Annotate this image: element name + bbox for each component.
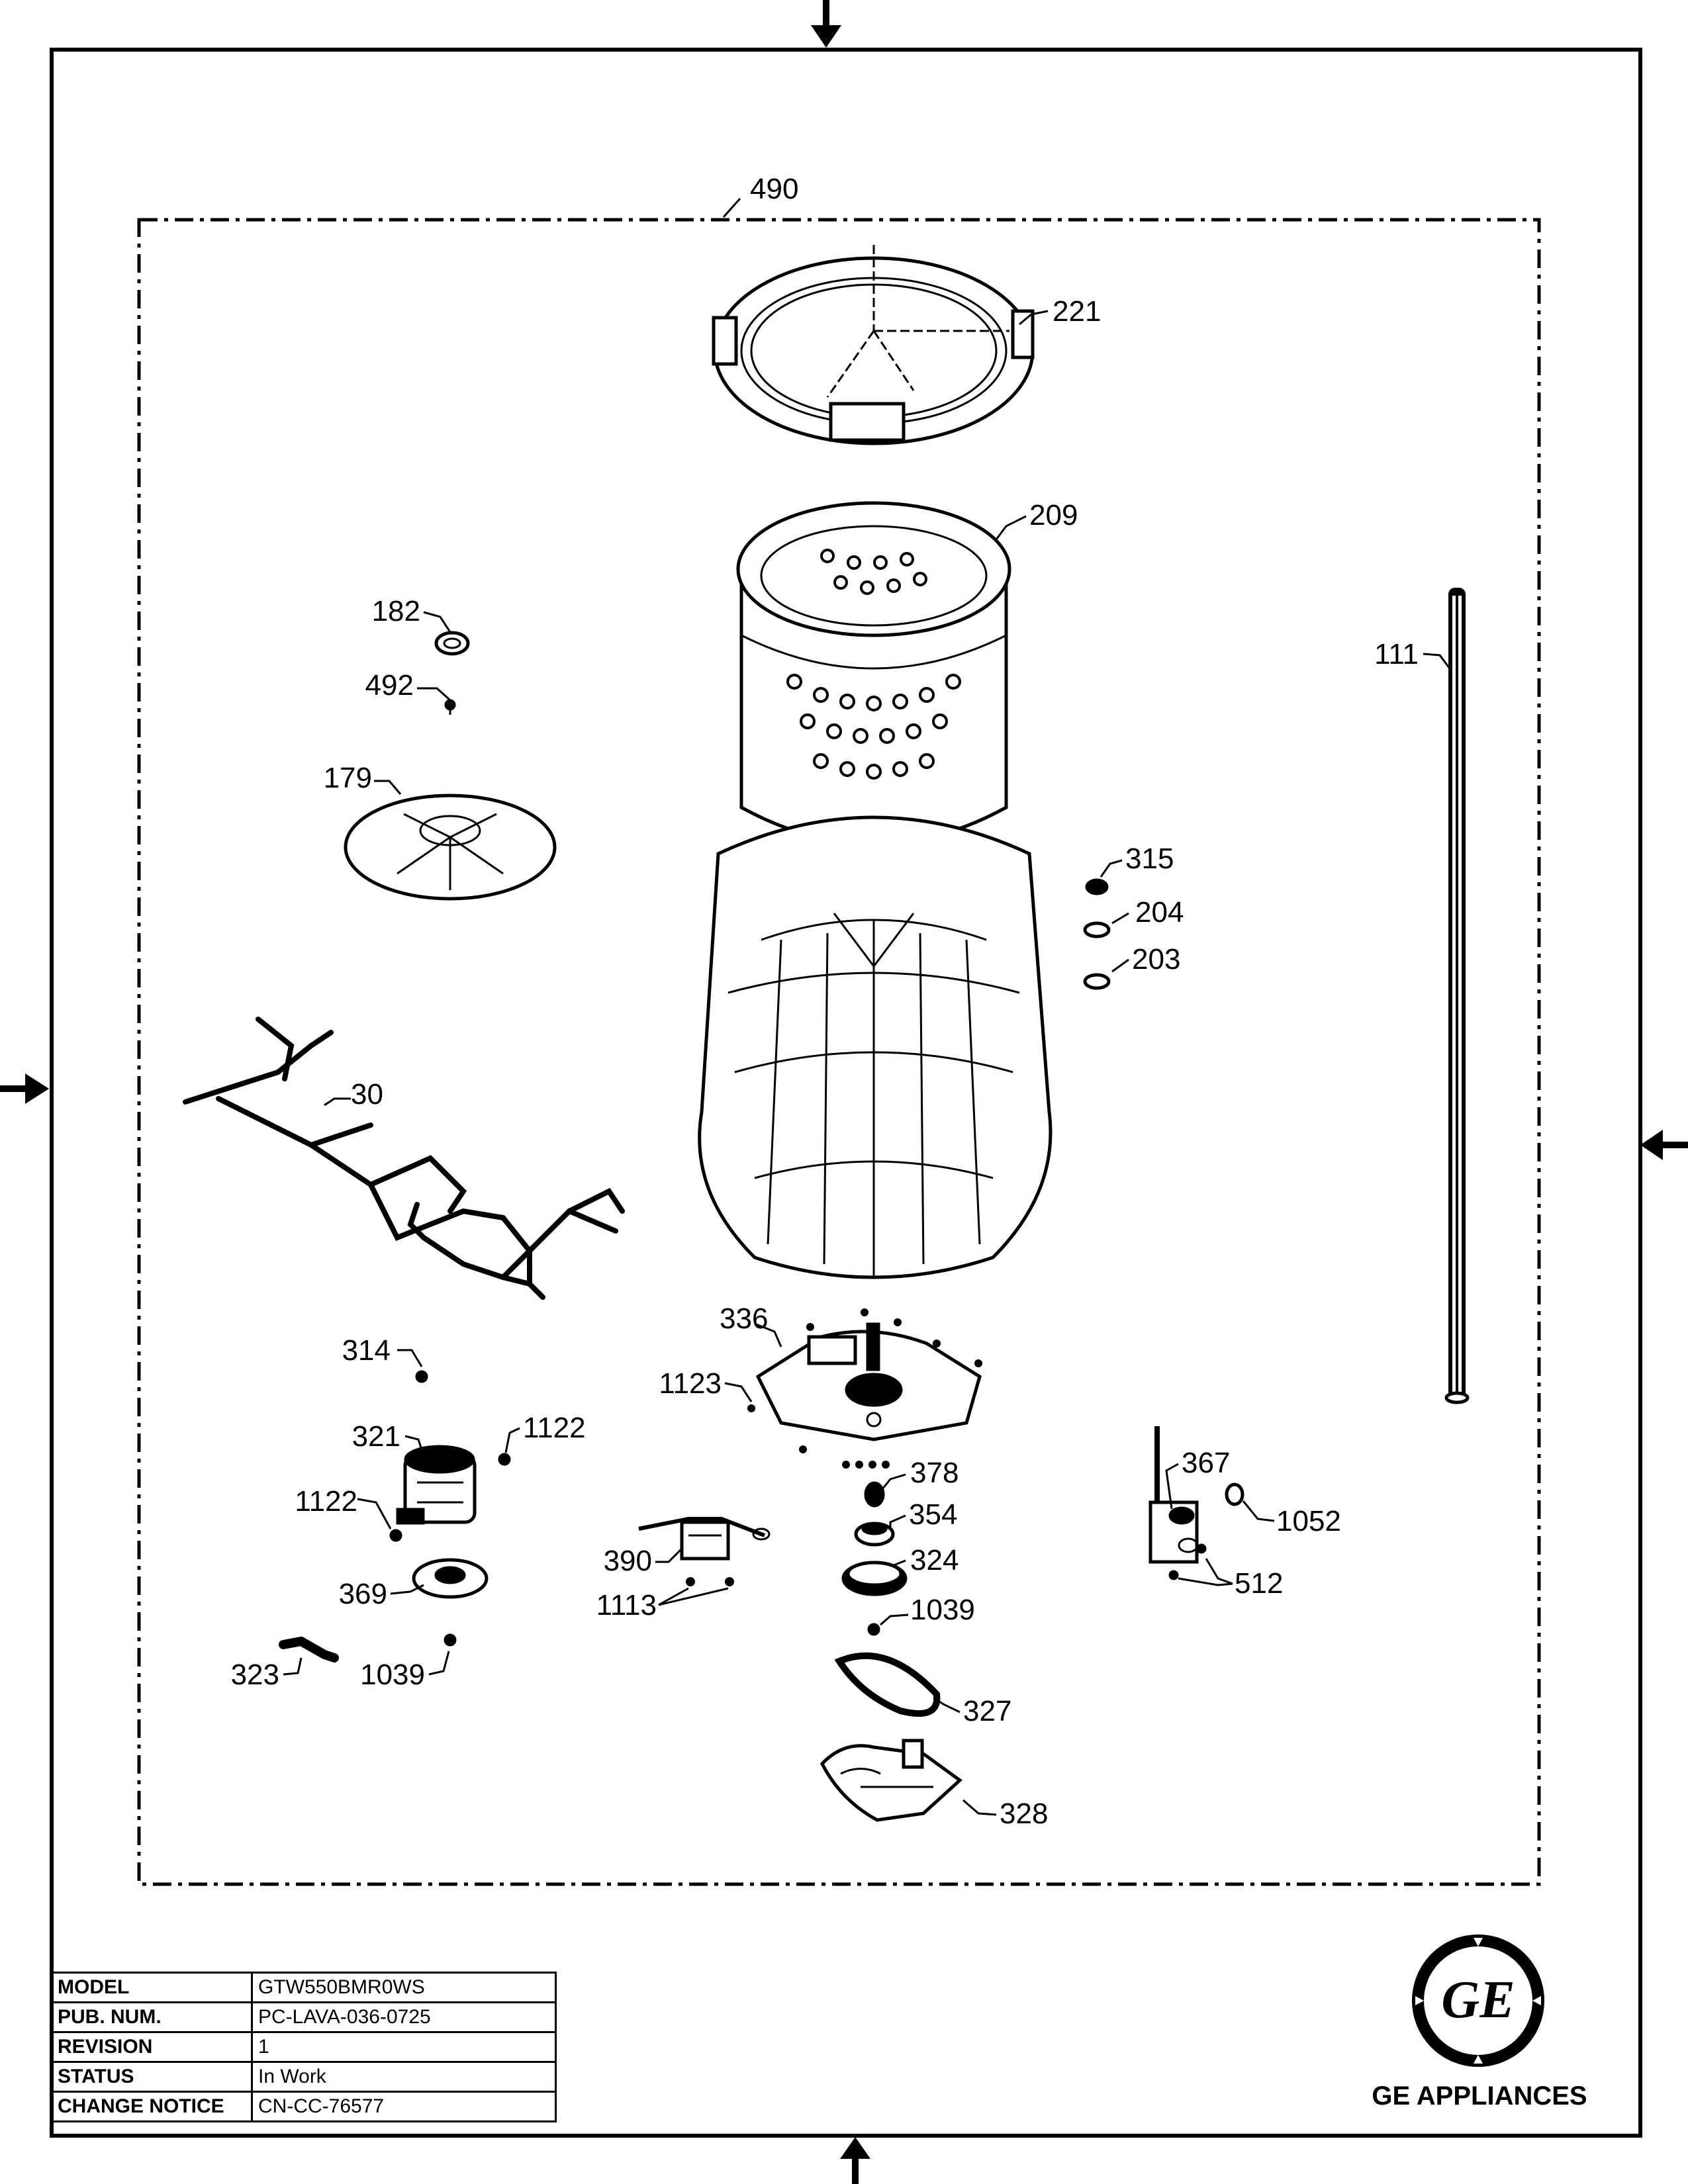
callout-label: 1122 <box>523 1412 586 1444</box>
washer-204 <box>1083 921 1111 938</box>
change-notice-label: CHANGE NOTICE <box>50 2091 253 2122</box>
callout-label: 179 <box>324 762 372 794</box>
callout-label: 182 <box>372 595 420 627</box>
wire-harness <box>183 1017 625 1300</box>
callout-label: 490 <box>750 173 798 205</box>
callout-label: 492 <box>365 669 414 702</box>
screws-1113 <box>686 1577 734 1586</box>
pub-num-value: PC-LAVA-036-0725 <box>251 2001 557 2033</box>
screw-1122-left <box>389 1529 402 1542</box>
leader-lines <box>283 198 1451 1816</box>
pub-num-label: PUB. NUM. <box>50 2001 253 2033</box>
callout-label: 1039 <box>360 1659 425 1691</box>
screw-1039-left <box>444 1633 457 1647</box>
wash-basket <box>736 501 1011 846</box>
revision-value: 1 <box>251 2031 557 2063</box>
table-row: REVISION 1 <box>50 2031 557 2063</box>
rotor-369 <box>412 1558 489 1599</box>
drive-mount-plate <box>755 1322 982 1441</box>
callout-label: 367 <box>1182 1447 1230 1479</box>
callout-label: 314 <box>342 1334 391 1367</box>
drain-pump-367 <box>1149 1426 1199 1564</box>
tub-cover-ring <box>712 245 1035 445</box>
callout-labels: 490 221 209 182 492 111 179 315 204 203 … <box>231 173 1419 1830</box>
callout-label: 354 <box>909 1498 957 1531</box>
status-label: STATUS <box>50 2061 253 2093</box>
callout-label: 221 <box>1053 295 1101 328</box>
revision-label: REVISION <box>50 2031 253 2063</box>
change-notice-value: CN-CC-76577 <box>251 2091 557 2122</box>
callout-label: 209 <box>1029 499 1078 531</box>
mounting-screws <box>747 1308 982 1469</box>
callout-label: 1039 <box>910 1594 975 1626</box>
title-block-table: MODEL GTW550BMR0WS PUB. NUM. PC-LAVA-036… <box>50 1972 557 2122</box>
callout-label: 378 <box>910 1457 959 1489</box>
arrow-left-icon <box>1640 1130 1688 1160</box>
callout-label: 324 <box>910 1544 959 1576</box>
drawing-border <box>50 48 1642 2138</box>
seal-315 <box>1085 878 1109 895</box>
pulley-324 <box>841 1561 908 1596</box>
callout-label: 1113 <box>596 1589 657 1621</box>
hose-512 <box>1168 1543 1207 1580</box>
drive-motor <box>396 1445 477 1525</box>
table-row: STATUS In Work <box>50 2061 557 2093</box>
arrow-right-icon <box>0 1073 49 1104</box>
agitator-cap-ring <box>434 631 470 656</box>
table-row: MODEL GTW550BMR0WS <box>50 1972 557 2003</box>
model-value: GTW550BMR0WS <box>251 1972 557 2003</box>
bearing-378 <box>864 1481 885 1508</box>
clamp-1052 <box>1225 1482 1244 1506</box>
drive-belt-327 <box>834 1652 941 1717</box>
callout-label: 390 <box>604 1545 652 1577</box>
suspension-rod <box>1444 588 1470 1404</box>
brand-name: GE APPLIANCES <box>1372 2081 1587 2111</box>
callout-label: 512 <box>1235 1567 1283 1600</box>
model-label: MODEL <box>50 1972 253 2003</box>
assembly-boundary <box>137 218 1541 1886</box>
callout-label: 1123 <box>659 1367 722 1400</box>
callout-label: 323 <box>231 1659 279 1691</box>
ge-logo-text: GE <box>1441 1971 1515 2029</box>
outer-tub <box>698 815 1053 1279</box>
callout-label: 30 <box>351 1078 383 1111</box>
ge-logo-icon: GE <box>1412 1934 1544 2067</box>
table-row: CHANGE NOTICE CN-CC-76577 <box>50 2091 557 2122</box>
callout-label: 327 <box>963 1695 1011 1727</box>
screw-492 <box>444 699 456 715</box>
callout-label: 1052 <box>1276 1505 1341 1537</box>
connector-323 <box>279 1636 339 1662</box>
arrow-up-icon <box>840 2137 870 2184</box>
callout-label: 321 <box>352 1420 400 1453</box>
arrow-down-icon <box>811 0 841 48</box>
callout-label: 203 <box>1132 943 1180 976</box>
pump-housing-328 <box>820 1739 962 1822</box>
status-value: In Work <box>251 2061 557 2093</box>
callout-label: 1122 <box>295 1485 357 1518</box>
callout-label: 336 <box>720 1302 768 1335</box>
callout-label: 328 <box>1000 1797 1048 1830</box>
impeller <box>344 794 557 901</box>
table-row: PUB. NUM. PC-LAVA-036-0725 <box>50 2001 557 2033</box>
callout-label: 315 <box>1125 842 1174 875</box>
seal-354 <box>854 1522 895 1547</box>
screw-1122-right <box>498 1453 511 1466</box>
callout-label: 111 <box>1374 638 1419 670</box>
shift-actuator <box>638 1517 771 1561</box>
washer-203 <box>1083 973 1111 990</box>
screw-314 <box>415 1370 428 1383</box>
callout-label: 369 <box>339 1578 387 1610</box>
screw-1039-center <box>867 1623 880 1636</box>
callout-label: 204 <box>1135 896 1184 929</box>
